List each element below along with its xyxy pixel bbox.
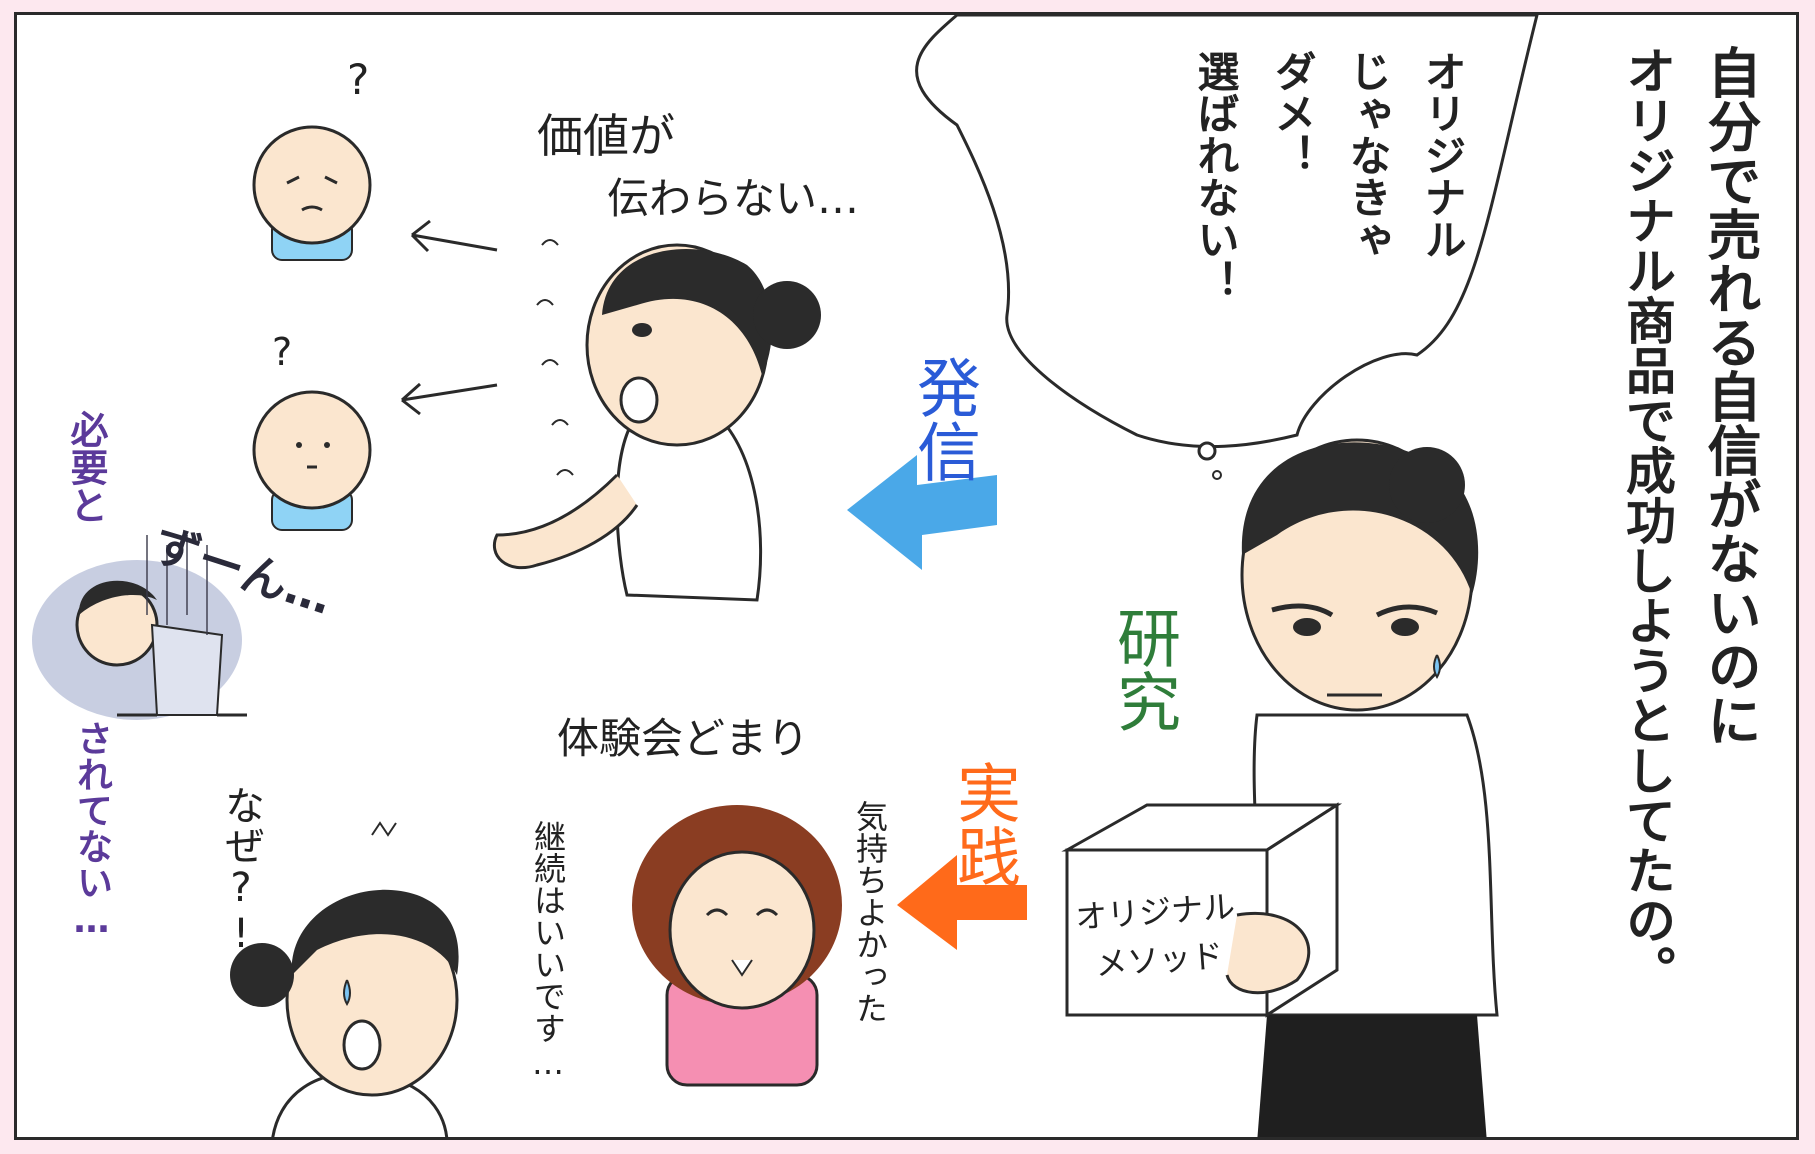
thought-line-2: じゃなきゃ [1343,50,1392,260]
label-practice: 実践 [946,760,1020,888]
gloomy-kneeling-woman-figure [32,535,247,720]
original-method-box [1061,802,1343,1018]
label-transmit: 発信 [906,355,980,483]
comic-panel: 自分で売れる自信がないのに オリジナル商品で成功しようとしてたの。 オリジナル … [14,12,1799,1140]
question-mark-1: ? [347,55,370,104]
dialogue-trial-only: 体験会どまり [557,714,810,763]
thought-bubble [915,15,1539,448]
dialogue-client-line-1: 気持ちよかった [851,800,889,1024]
transmitting-woman-figure [492,243,821,602]
dialogue-value-line-2: 伝わらない… [607,174,860,223]
main-woman-figure [1240,438,1499,1137]
blue-arrow [847,455,997,570]
arrow-to-person-1 [410,219,498,253]
orange-arrow [897,855,1027,950]
label-research: 研究 [1106,605,1180,733]
dialogue-needed-line-1: 必要と [64,410,108,524]
surprised-woman-figure [230,821,459,1137]
confused-person-1 [252,125,372,261]
arrow-to-person-2 [401,382,498,416]
motion-swirls [536,239,574,476]
box-label-line-2: メソッド [1093,936,1225,984]
thought-line-4: 選ばれない！ [1191,50,1240,302]
dialogue-needed-line-2: されてない… [71,720,112,941]
question-mark-2: ? [272,330,293,374]
thought-bubble-dot [1197,441,1217,461]
thought-line-3: ダメ！ [1268,50,1317,176]
thought-bubble-dot-small [1212,470,1222,480]
dialogue-value-line-1: 価値が [537,109,675,163]
narration-line-1: 自分で売れる自信がないのに [1698,45,1761,747]
dialogue-naze: なぜ?! [218,785,264,957]
confused-person-2 [252,390,372,531]
comic-artwork [32,15,1539,1137]
client-woman-figure [632,805,842,1087]
thought-line-1: オリジナル [1418,50,1467,260]
dialogue-client-line-2: 継続はいいです… [529,820,567,1082]
narration-line-2: オリジナル商品で成功しようとしてたの。 [1618,45,1676,995]
